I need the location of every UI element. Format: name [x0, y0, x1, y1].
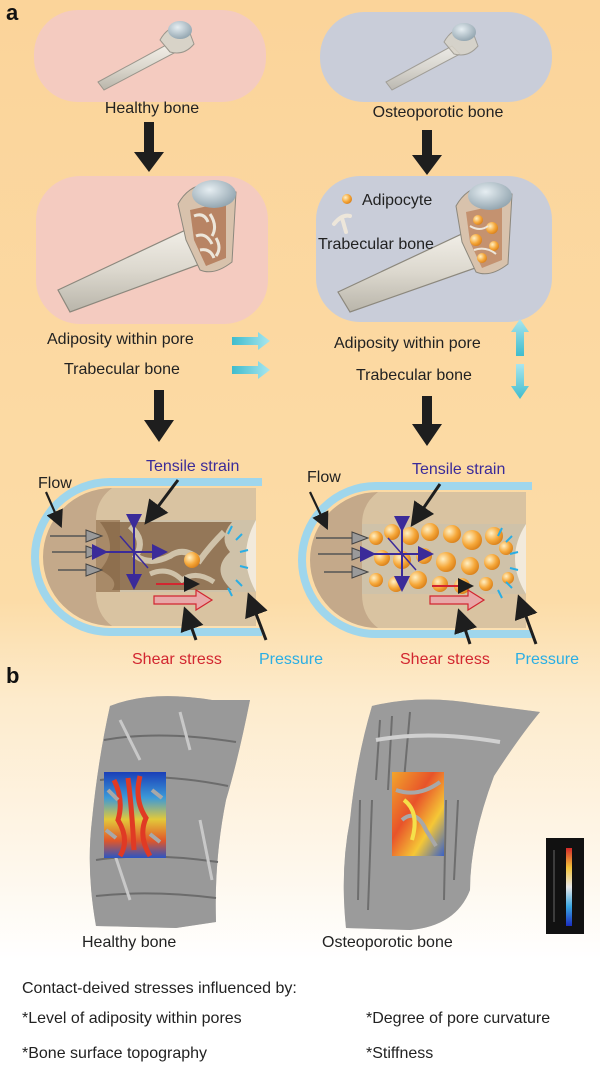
osteo-microct-image — [343, 699, 540, 930]
osteo-bone-title: Osteoporotic bone — [373, 104, 504, 121]
trabecular-legend-icon — [332, 213, 352, 234]
adiposity-compare-arrow-icon — [232, 332, 270, 350]
healthy-pressure-marks — [227, 525, 268, 641]
osteo-flow-label: Flow — [307, 469, 341, 486]
factor-adiposity: *Level of adiposity within pores — [22, 1010, 242, 1027]
healthy-adiposity-label: Adiposity within pore — [47, 331, 194, 348]
healthy-flow-label: Flow — [38, 475, 72, 492]
panel-b-label: b — [6, 663, 19, 688]
adipocyte-legend-label: Adipocyte — [362, 192, 432, 209]
panel-a-label: a — [6, 0, 19, 25]
trabecular-decrease-arrow-icon — [511, 364, 529, 399]
osteo-small-bone — [385, 23, 479, 91]
factors-heading: Contact-deived stresses influenced by: — [22, 980, 297, 997]
osteo-shear-label: Shear stress — [400, 651, 490, 668]
osteo-adiposity-label: Adiposity within pore — [334, 335, 481, 352]
down-arrow-healthy-1 — [134, 122, 164, 172]
healthy-pore-diagram — [31, 478, 262, 636]
down-arrow-osteo-1 — [412, 130, 442, 175]
factor-stiffness: *Stiffness — [366, 1045, 434, 1062]
healthy-shear-arrows — [153, 576, 214, 641]
trabecular-compare-arrow-icon — [232, 361, 270, 379]
healthy-shear-label: Shear stress — [132, 651, 222, 668]
down-arrow-healthy-2 — [144, 390, 174, 442]
healthy-tensile-label: Tensile strain — [146, 458, 239, 475]
healthy-small-bone — [97, 21, 195, 91]
osteo-tensile-label: Tensile strain — [412, 461, 505, 478]
osteo-pressure-label: Pressure — [515, 651, 579, 668]
trabecular-legend-label: Trabecular bone — [318, 236, 434, 253]
healthy-pressure-label: Pressure — [259, 651, 323, 668]
factor-curvature: *Degree of pore curvature — [366, 1010, 551, 1027]
healthy-microct-caption: Healthy bone — [82, 934, 177, 951]
osteo-tensile-arrows — [360, 483, 442, 592]
color-scale-bar — [546, 838, 584, 934]
osteo-shear-arrows — [429, 578, 486, 645]
osteo-flow-arrows — [309, 491, 370, 579]
adipocyte-legend-icon — [342, 194, 352, 204]
healthy-trabecular-label: Trabecular bone — [64, 361, 180, 378]
adiposity-increase-arrow-icon — [511, 319, 529, 356]
osteo-big-bone — [337, 182, 513, 313]
healthy-tensile-arrows — [92, 479, 180, 590]
osteo-trabecular-label: Trabecular bone — [356, 367, 472, 384]
osteo-pressure-marks — [497, 527, 538, 645]
healthy-microct-image — [89, 696, 250, 928]
healthy-big-bone — [57, 180, 237, 313]
healthy-bone-title: Healthy bone — [105, 100, 199, 117]
osteo-microct-caption: Osteoporotic bone — [322, 934, 453, 951]
factor-topography: *Bone surface topography — [22, 1045, 208, 1062]
down-arrow-osteo-2 — [412, 396, 442, 446]
